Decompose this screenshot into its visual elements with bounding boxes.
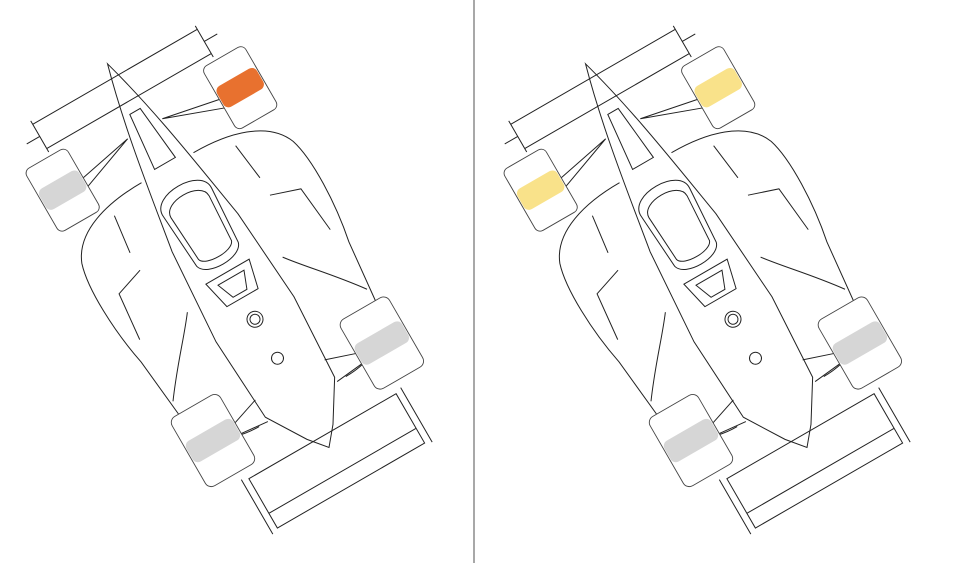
- rear-left-wheel: [168, 391, 258, 490]
- rear-right-wheel: [815, 293, 905, 393]
- wheel-highlight: [216, 67, 264, 108]
- rear-right-wheel: [337, 293, 427, 393]
- wheel-highlight: [694, 67, 742, 108]
- left-car-drawing: [0, 0, 464, 553]
- wheel-highlight: [516, 170, 565, 210]
- wheel-highlight: [354, 321, 410, 365]
- front-right-wheel: [678, 44, 758, 132]
- rear-left-wheel: [646, 391, 736, 490]
- front-left-wheel: [501, 146, 580, 234]
- right-car-drawing: [474, 0, 942, 553]
- wheel-highlight: [185, 418, 241, 463]
- wheel-highlight: [38, 170, 87, 210]
- front-right-wheel: [200, 44, 280, 132]
- wheel-highlight: [832, 321, 888, 365]
- front-left-wheel: [23, 146, 102, 234]
- wheel-highlight: [663, 418, 719, 463]
